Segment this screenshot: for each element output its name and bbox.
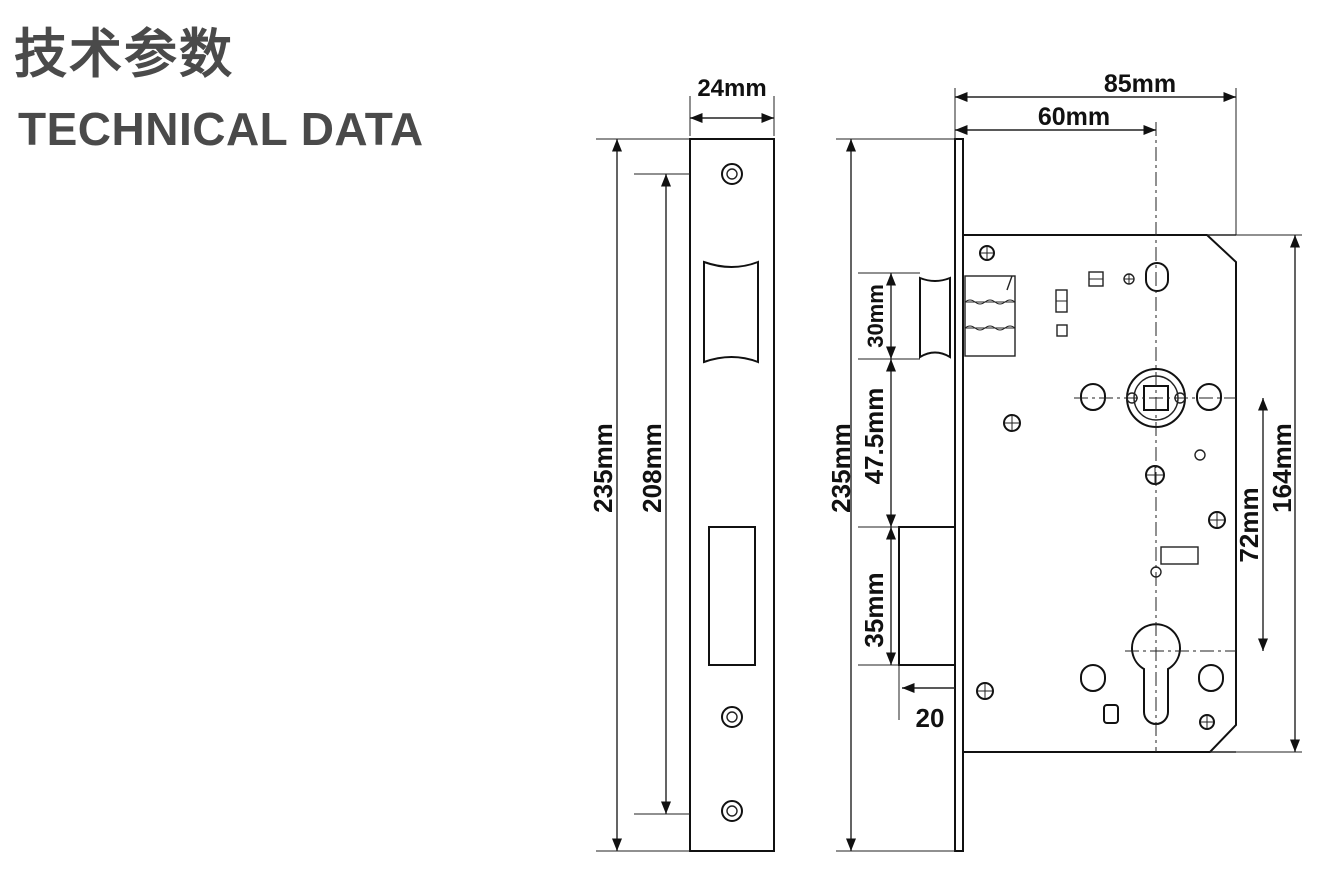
dim-spindle-to-cylinder: 72mm: [1234, 487, 1264, 562]
dim-latch-height: 35mm: [859, 572, 889, 647]
lock-case-outline: [963, 234, 1237, 753]
hub-slot-right: [1196, 383, 1222, 411]
faceplate-front-view: 24mm 235mm 208mm: [588, 75, 775, 852]
dim-backset: 60mm: [1038, 103, 1110, 131]
dim-latch-throw: 20: [916, 703, 945, 733]
cylinder-slot-left: [1080, 664, 1106, 692]
hub-slot-left: [1080, 383, 1106, 411]
dim-case-width-total: 85mm: [1104, 70, 1176, 98]
dim-deadbolt-height: 30mm: [863, 284, 888, 348]
dim-body-length: 235mm: [826, 423, 856, 513]
case-screw-5: [1208, 511, 1226, 529]
dim-deadbolt-to-latch: 47.5mm: [859, 388, 889, 485]
dim-faceplate-length: 235mm: [588, 423, 618, 513]
case-screw-3: [1003, 414, 1021, 432]
deadbolt-mechanism: [964, 275, 1016, 357]
case-screw-2: [1123, 273, 1135, 285]
case-screw-7: [1199, 714, 1215, 730]
dim-faceplate-width: 24mm: [697, 75, 766, 102]
page-title-english: TECHNICAL DATA: [18, 103, 424, 155]
small-part-4: [1103, 704, 1119, 724]
faceplate-screw-hole-lower: [721, 706, 743, 728]
case-screw-6: [976, 682, 994, 700]
case-screw-1: [979, 245, 995, 261]
small-part-3: [1056, 324, 1068, 337]
side-faceplate-edge: [954, 138, 964, 852]
small-hole-1: [1194, 449, 1206, 461]
top-slot: [1145, 262, 1169, 292]
case-screw-4: [1145, 465, 1165, 485]
faceplate-screw-hole-top: [721, 163, 743, 185]
dim-hole-spacing: 208mm: [637, 423, 667, 513]
lock-body-side-view: 85mm 60mm 235mm 30mm 47.5mm 35mm 20 72mm…: [826, 70, 1302, 852]
faceplate-deadbolt-opening: [703, 260, 759, 364]
deadbolt-block: [919, 276, 951, 359]
page-title-chinese: 技术参数: [14, 24, 234, 85]
cylinder-cutout: [1131, 623, 1181, 725]
faceplate-latch-opening: [708, 526, 756, 666]
faceplate-screw-hole-bottom: [721, 800, 743, 822]
latch-block: [898, 526, 956, 666]
cylinder-slot-right: [1198, 664, 1224, 692]
lever-part: [1160, 546, 1199, 565]
faceplate-outline: [689, 138, 775, 852]
dim-case-height: 164mm: [1267, 423, 1297, 513]
